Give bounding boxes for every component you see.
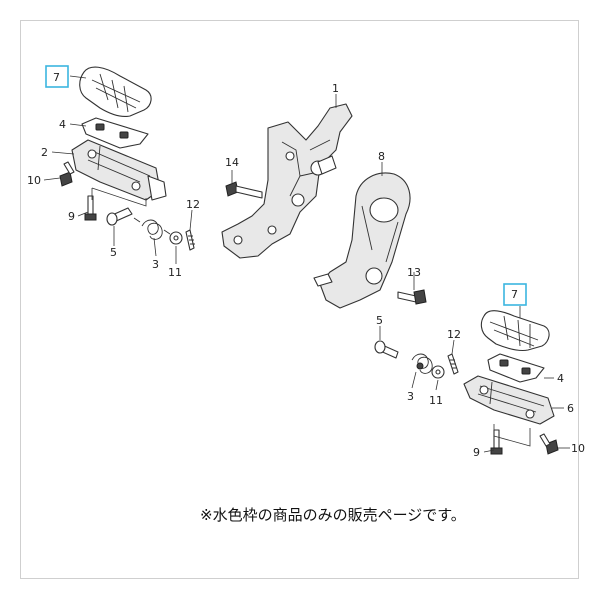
sale-note: ※水色枠の商品のみの販売ページです。 <box>200 506 466 524</box>
footpeg-bracket-left <box>71 139 167 201</box>
label-left-7: 7 <box>53 71 60 84</box>
plate-right <box>487 353 545 383</box>
main-bracket-1 <box>221 103 353 259</box>
spring-3-right <box>411 353 433 374</box>
label-left-11: 11 <box>168 266 182 279</box>
leader-lines <box>43 75 570 453</box>
label-right-11: 11 <box>429 394 443 407</box>
bolt-10-right <box>539 433 559 455</box>
spring-3-left <box>133 217 171 240</box>
label-center-14: 14 <box>225 156 239 169</box>
pin-5-left <box>106 207 133 226</box>
cotter-pin-12-right <box>447 353 459 375</box>
washer-11-right <box>431 365 445 379</box>
label-right-9: 9 <box>473 446 480 459</box>
label-left-9: 9 <box>68 210 75 223</box>
bolt-10-left <box>59 161 75 187</box>
label-left-12: 12 <box>186 198 200 211</box>
footpeg-rubber-right <box>480 310 550 352</box>
label-right-6: 6 <box>567 402 574 415</box>
bolt-13 <box>397 289 427 305</box>
footpeg-bracket-right <box>463 375 555 425</box>
bolt-14 <box>225 181 263 199</box>
label-right-7: 7 <box>511 288 518 301</box>
bolt-9-left <box>84 195 97 221</box>
bolt-9-right <box>490 429 503 455</box>
pin-5-right <box>374 340 399 359</box>
label-left-10: 10 <box>27 174 41 187</box>
highlight-frame-right-7 <box>503 283 527 306</box>
cotter-pin-12-left <box>185 229 195 251</box>
label-right-5: 5 <box>376 314 383 327</box>
washer-11-left <box>169 231 183 245</box>
label-center-13: 13 <box>407 266 421 279</box>
label-right-3: 3 <box>407 390 414 403</box>
heel-guard-8 <box>313 172 411 309</box>
plate-left <box>81 117 149 149</box>
label-left-5: 5 <box>110 246 117 259</box>
label-right-12: 12 <box>447 328 461 341</box>
label-center-1: 1 <box>332 82 339 95</box>
highlight-frame-left-7 <box>45 65 69 88</box>
label-right-10: 10 <box>571 442 585 455</box>
label-left-3: 3 <box>152 258 159 271</box>
footpeg-rubber-left <box>79 66 152 118</box>
label-right-4: 4 <box>557 372 564 385</box>
label-center-8: 8 <box>378 150 385 163</box>
label-left-2: 2 <box>41 146 48 159</box>
label-left-4: 4 <box>59 118 66 131</box>
